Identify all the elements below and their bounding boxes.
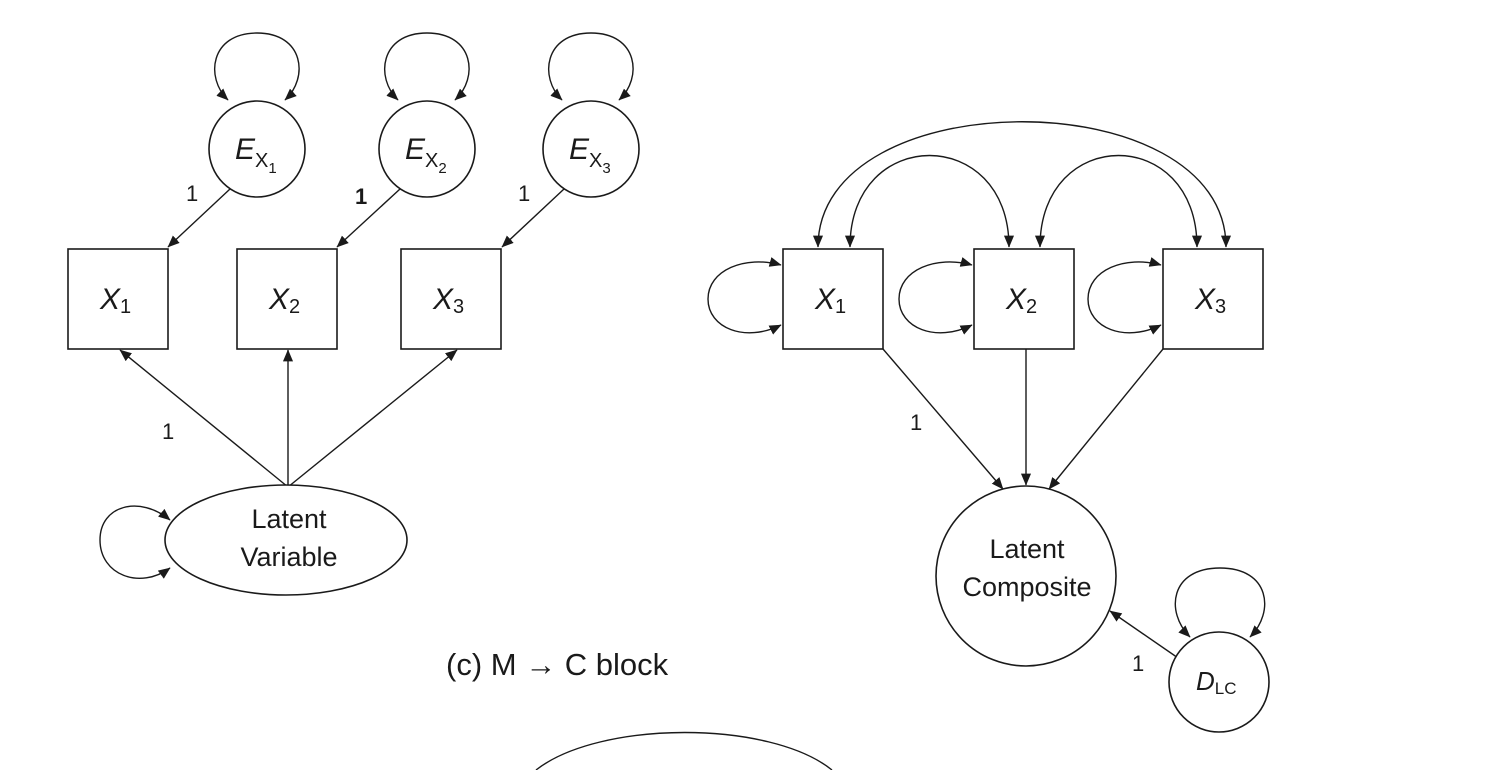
svg-text:X2: X2 [268, 283, 300, 318]
indicator-x3-sub: 3 [453, 296, 464, 318]
loading-label: 1 [162, 419, 174, 444]
error-path-label-2: 1 [355, 184, 367, 209]
composite-indicator-x2: X2 [973, 248, 1075, 350]
indicator-variance-loop-1 [707, 257, 782, 335]
error-node-ex3: EX3 [542, 100, 640, 198]
error-variance-loop-2 [384, 32, 470, 101]
error-node-ex3-main: E [569, 133, 590, 166]
svg-text:DLC: DLC [1196, 666, 1237, 698]
composite-indicator-x3-sub: 3 [1215, 296, 1226, 318]
indicator-variance-loop-3 [1087, 257, 1162, 335]
svg-text:X3: X3 [1194, 283, 1226, 318]
error-node-ex1-main: E [235, 133, 256, 166]
error-node-ex1-sub: X [255, 150, 268, 172]
composite-indicator-x3-main: X [1194, 283, 1216, 316]
error-path-label-1: 1 [186, 181, 198, 206]
latent-composite-label-line-1: Latent [989, 534, 1065, 564]
error-variance-loop-1 [214, 32, 300, 101]
disturbance-main: D [1196, 666, 1215, 696]
error-path-3 [501, 188, 565, 248]
latent-composite-node: Latent Composite [935, 485, 1117, 667]
composite-indicator-x1-sub: 1 [835, 296, 846, 318]
composite-indicator-x3: X3 [1162, 248, 1264, 350]
latent-composite-model: X1 X2 X3 1 Latent Composite 1 DLC [707, 121, 1270, 733]
error-variance-loop-3 [548, 32, 634, 101]
svg-text:X1: X1 [99, 283, 131, 318]
error-path-2 [336, 188, 401, 248]
error-path-label-3: 1 [518, 181, 530, 206]
error-node-ex3-index: 3 [602, 160, 610, 177]
disturbance-path [1109, 610, 1182, 661]
covariance-x2-x3 [1034, 155, 1203, 248]
svg-text:X1: X1 [814, 283, 846, 318]
svg-text:EX2: EX2 [405, 133, 447, 177]
composite-indicator-x2-main: X [1005, 283, 1027, 316]
svg-text:X2: X2 [1005, 283, 1037, 318]
error-node-ex1: EX1 [208, 100, 306, 198]
latent-variable-model: EX1 EX2 EX3 1 1 1 X1 X2 [67, 32, 640, 596]
indicator-x1-sub: 1 [120, 296, 131, 318]
error-path-1 [167, 188, 231, 248]
svg-text:EX1: EX1 [235, 133, 277, 177]
disturbance-variance-loop [1174, 567, 1266, 638]
covariance-x1-x2 [844, 155, 1015, 248]
svg-text:EX3: EX3 [569, 133, 611, 177]
indicator-x2: X2 [236, 248, 338, 350]
covariance-x1-x3 [812, 121, 1232, 248]
next-panel-partial-shape [535, 731, 833, 770]
error-node-ex2-main: E [405, 133, 426, 166]
latent-variance-loop [99, 505, 171, 579]
error-node-ex2-index: 2 [438, 160, 446, 177]
weight-label: 1 [910, 410, 922, 435]
weight-path-3 [1048, 348, 1164, 490]
latent-variable-label-line-1: Latent [251, 504, 327, 534]
svg-text:X3: X3 [432, 283, 464, 318]
latent-variable-node: Latent Variable [164, 484, 408, 596]
disturbance-node: DLC [1168, 631, 1270, 733]
loading-path-1 [119, 349, 289, 488]
indicator-variance-loop-2 [898, 257, 973, 335]
disturbance-path-label: 1 [1132, 651, 1144, 676]
composite-indicator-x1: X1 [782, 248, 884, 350]
disturbance-sub: LC [1215, 679, 1237, 698]
error-node-ex1-index: 1 [268, 160, 276, 177]
indicator-x3-main: X [432, 283, 454, 316]
indicator-x1-main: X [99, 283, 121, 316]
indicator-x2-main: X [268, 283, 290, 316]
composite-indicator-x2-sub: 2 [1026, 296, 1037, 318]
loading-path-3 [287, 349, 458, 488]
latent-variable-label-line-2: Variable [240, 542, 337, 572]
error-node-ex2-sub: X [425, 150, 438, 172]
error-node-ex3-sub: X [589, 150, 602, 172]
error-node-ex2: EX2 [378, 100, 476, 198]
indicator-x1: X1 [67, 248, 169, 350]
figure-caption: (c) M → C block [446, 647, 669, 682]
composite-indicator-x1-main: X [814, 283, 836, 316]
weight-path-1 [882, 348, 1004, 490]
indicator-x2-sub: 2 [289, 296, 300, 318]
indicator-x3: X3 [400, 248, 502, 350]
latent-composite-label-line-2: Composite [962, 572, 1091, 602]
